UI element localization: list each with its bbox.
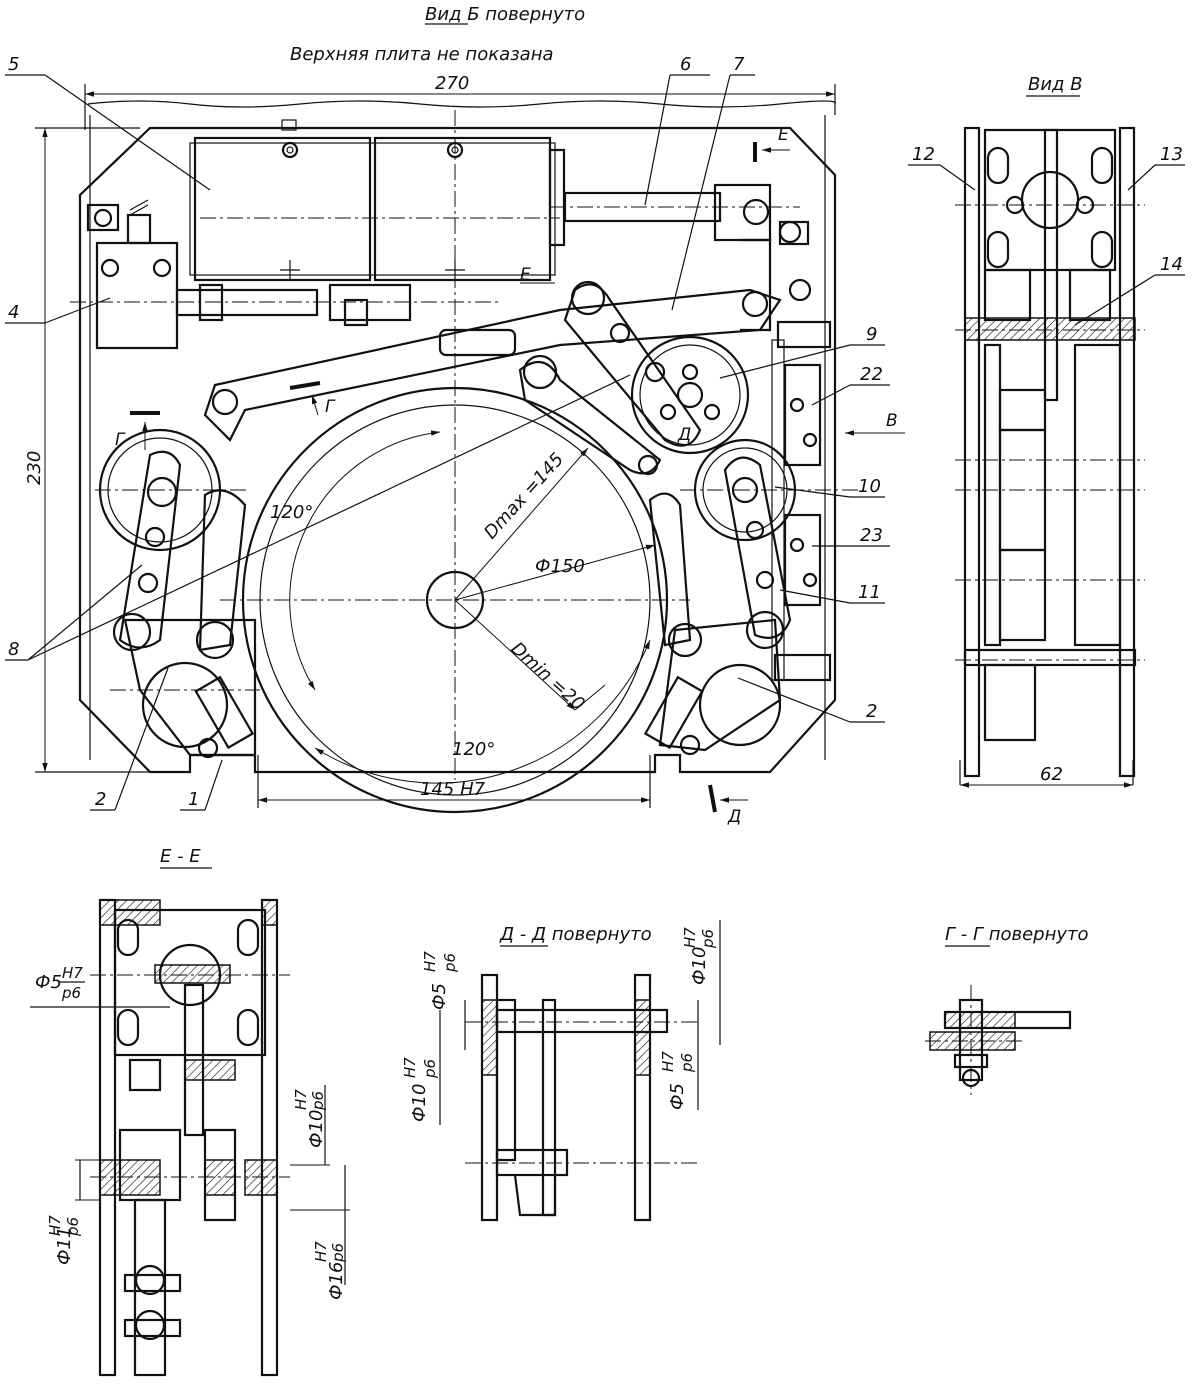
fit-d11: Ф11 [54,1227,75,1265]
section-g-g: Г - Г повернуто [925,924,1089,1095]
section-e-e: Е - Е Ф5 Н7 р6 Ф1 [30,846,350,1377]
mark-d-mid: Д [677,425,691,445]
mark-v-arrow: В [886,411,898,431]
part-2-left: 2 [95,789,106,810]
part-10: 10 [858,476,881,497]
svg-text:Н7: Н7 [312,1241,330,1262]
svg-text:р6: р6 [61,984,81,1002]
svg-text:р6: р6 [309,1091,327,1111]
svg-text:Н7: Н7 [62,964,83,982]
part-13: 13 [1160,144,1183,165]
top-plate-note: Верхняя плита не показана [290,44,554,65]
fit-d16: Ф16 [326,1262,347,1300]
dim-230: 230 [24,451,45,485]
svg-text:р6: р6 [441,953,459,973]
view-v: 62 12 13 14 [908,126,1185,788]
part-2-right: 2 [866,701,877,722]
part-1: 1 [188,789,199,810]
dim-angle-upper: 120° [270,502,313,523]
part-7: 7 [733,54,745,75]
part-9: 9 [866,324,877,345]
mark-e-top: Е [778,125,789,145]
section-d-d: Д - Д повернуто Ф5 Н7 р6 Ф10 Н7 р6 Ф10 Н… [401,920,721,1222]
svg-text:р6: р6 [678,1053,696,1073]
dim-270: 270 [435,73,469,94]
dim-dmax: Dmax =145 [480,449,568,543]
svg-text:р6: р6 [64,1217,82,1237]
part-11: 11 [858,582,881,603]
section-e-title: Е - Е [160,846,201,867]
svg-text:Н7: Н7 [681,927,699,948]
view-v-title: Вид В [1028,74,1083,95]
part-23: 23 [860,525,883,546]
dim-dmin: Dmin =20 [507,638,589,715]
dim-angle-lower: 120° [452,739,495,760]
mark-e-mid: Е [520,265,531,285]
main-view: 270 230 [5,54,905,827]
svg-text:Н7: Н7 [659,1051,677,1072]
mark-g-mid: Г [325,397,336,417]
fit-d5-d-left: Ф5 [429,983,450,1010]
svg-text:Н7: Н7 [46,1215,64,1236]
fit-d5-e: Ф5 [35,972,62,993]
section-g-title: Г - Г повернуто [945,924,1089,945]
part-14: 14 [1160,254,1183,275]
mark-g-left: Г [115,430,126,450]
svg-text:р6: р6 [421,1059,439,1079]
svg-text:Н7: Н7 [421,951,439,972]
part-5: 5 [8,54,19,75]
mark-d-bottom: Д [727,807,741,827]
fit-d5-d-right: Ф5 [667,1083,688,1110]
part-8: 8 [8,639,19,660]
dim-145h7: 145 Н7 [420,779,486,800]
fit-d10-d-right: Ф10 [689,947,710,985]
dim-dia-150: Ф150 [535,556,585,577]
fit-d10-e: Ф10 [306,1110,327,1148]
svg-text:Н7: Н7 [401,1057,419,1078]
svg-text:Н7: Н7 [292,1089,310,1110]
fit-d10-d-left: Ф10 [409,1084,430,1122]
svg-text:р6: р6 [699,929,717,949]
section-d-title: Д - Д повернуто [499,924,652,945]
part-6: 6 [680,54,691,75]
part-4: 4 [8,302,19,323]
svg-text:р6: р6 [329,1243,347,1263]
part-12: 12 [912,144,935,165]
part-22: 22 [860,364,883,385]
dim-62: 62 [1040,764,1063,785]
view-b-title: Вид Б повернуто [425,4,585,25]
